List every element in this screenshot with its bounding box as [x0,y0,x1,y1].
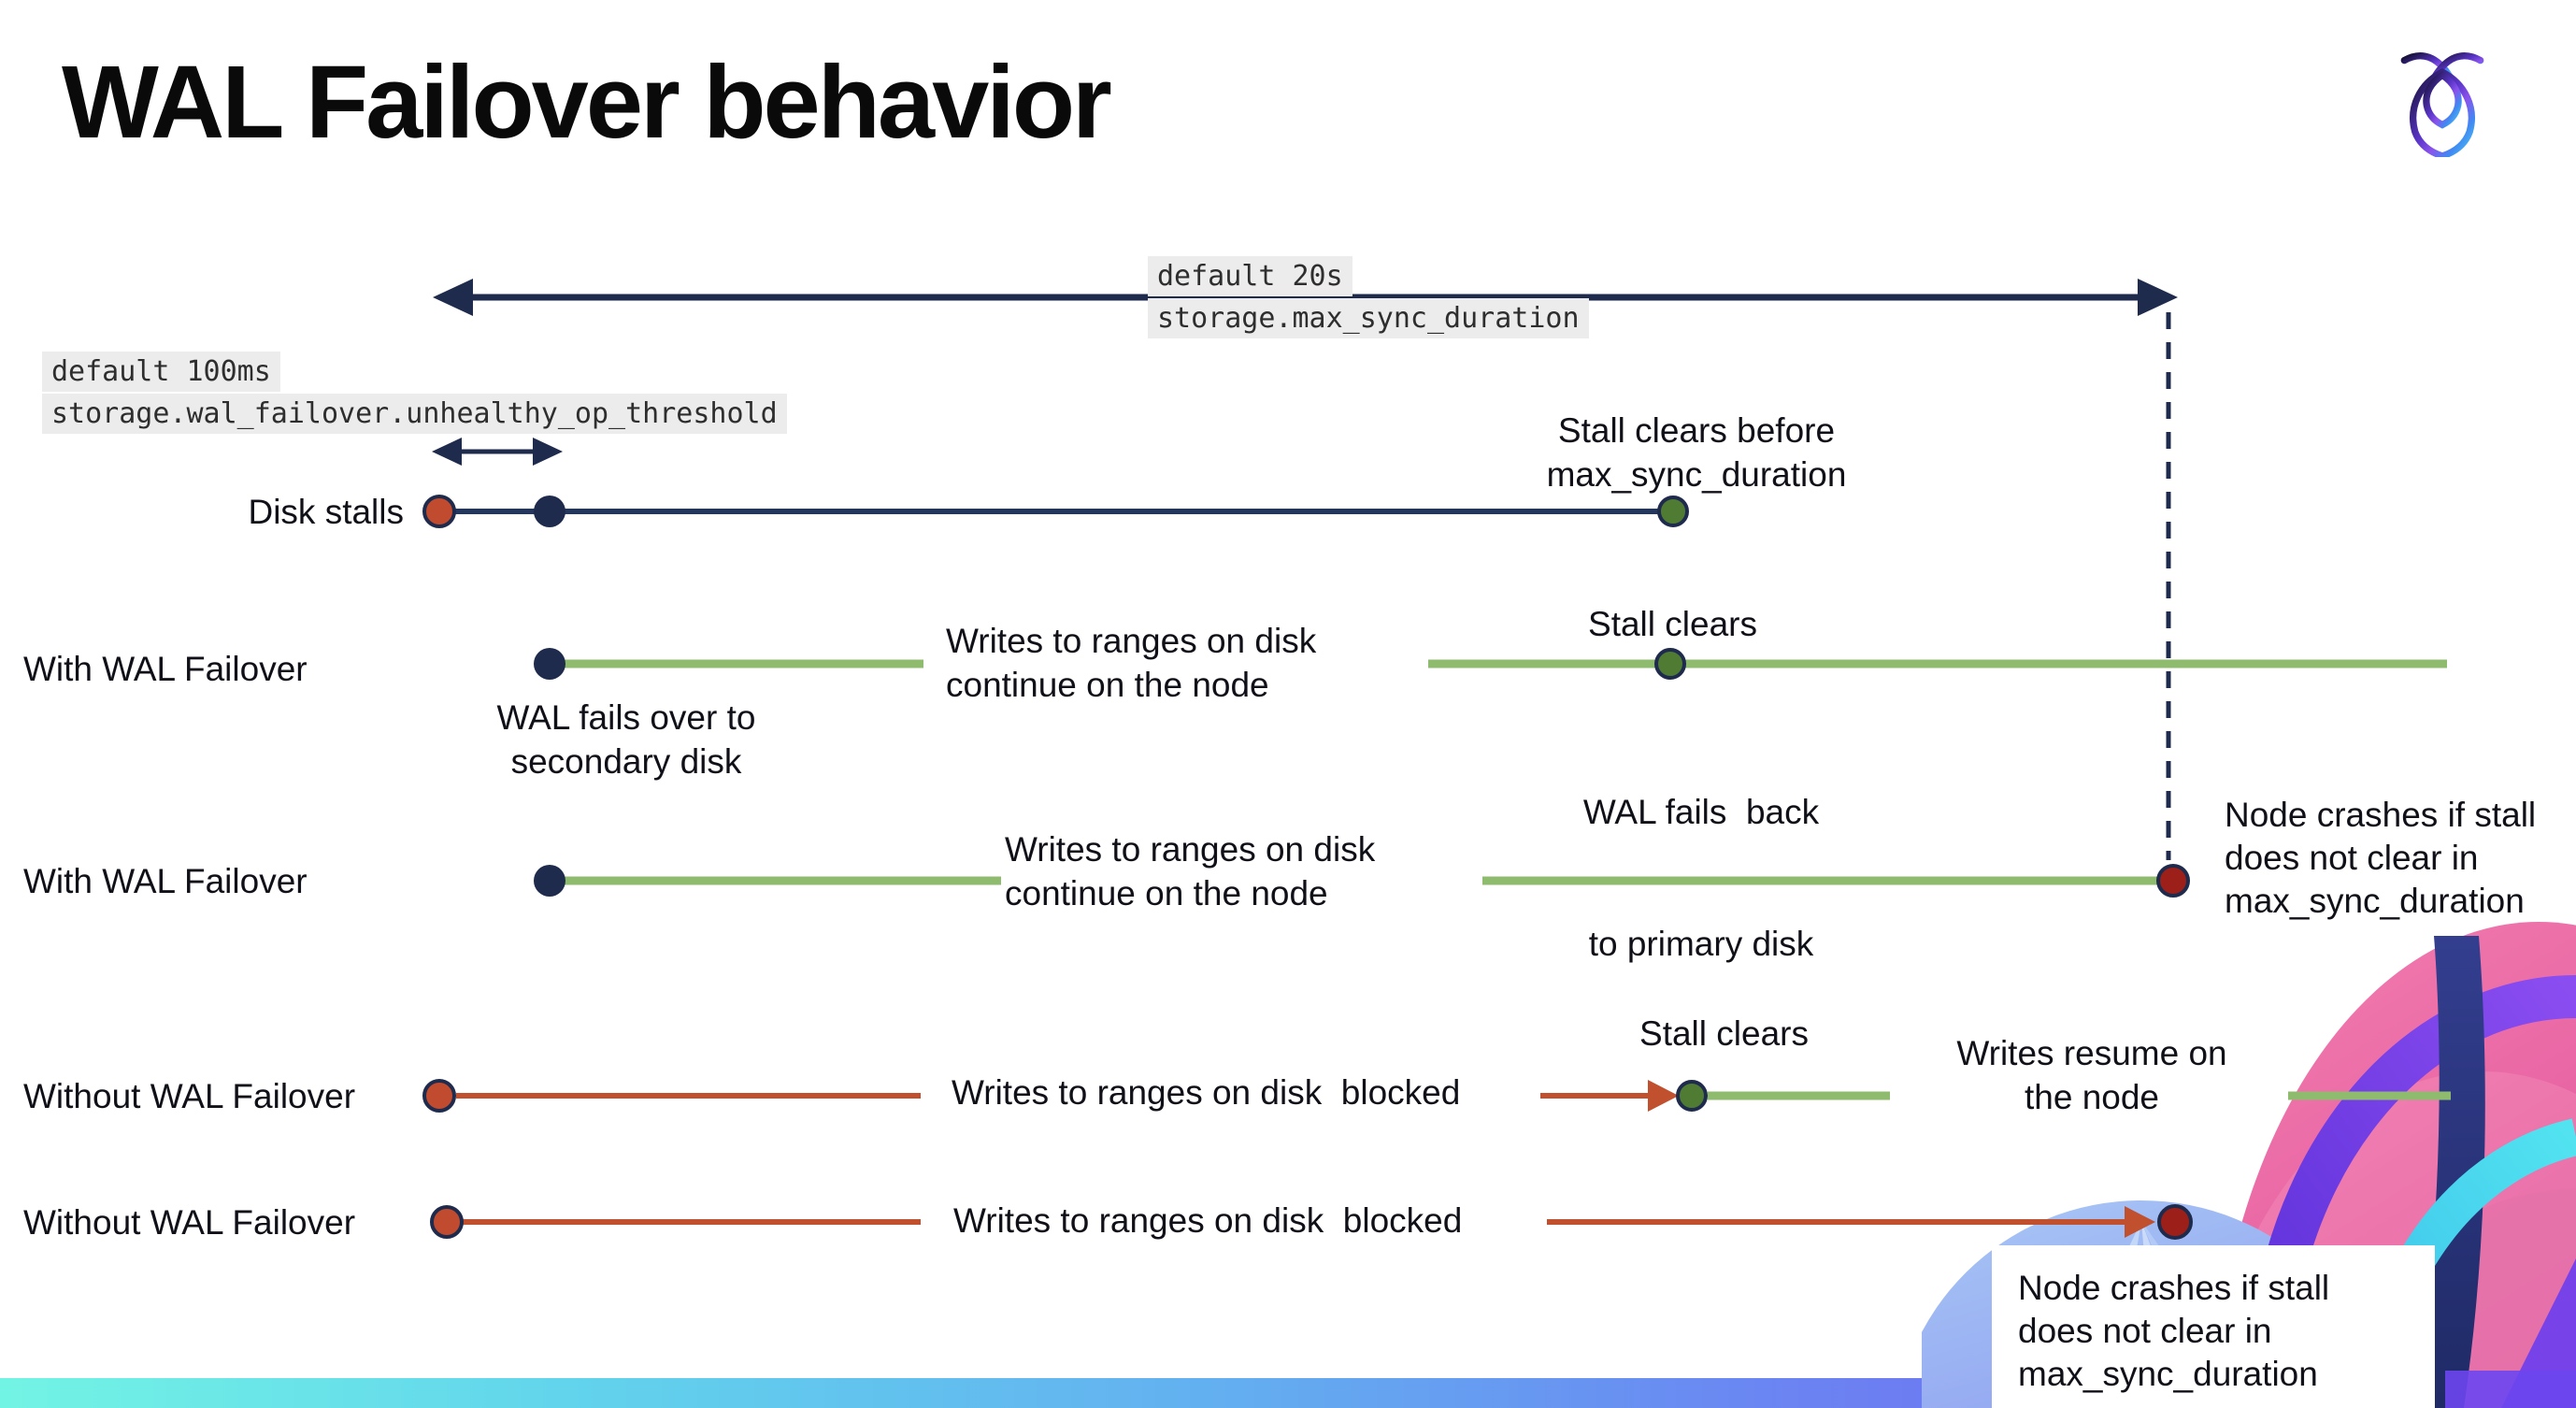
stall-start-dot [422,495,456,528]
node-crash-dot [2156,864,2190,898]
callout-writes-resume: Writes resume on the node [1956,1034,2227,1116]
callout-writes-continue-row3: Writes to ranges on disk continue on the… [1005,830,1376,912]
node-crash-dot [2157,1204,2193,1240]
max-sync-duration-arrow [433,279,2178,316]
cockroachdb-logo [2400,52,2484,157]
setting-default-value: default 20s [1148,256,1352,296]
unhealthy-op-threshold-arrow [432,438,563,466]
callout-stall-clears-row4: Stall clears [1639,1014,1809,1053]
setting-default-value: default 100ms [42,352,280,392]
row-label-with-wal-failover-1: With WAL Failover [23,650,308,688]
callout-writes-blocked-row4: Writes to ranges on disk blocked [952,1073,1461,1112]
callout-stall-clears-before: Stall clears before max_sync_duration [1546,411,1847,494]
red-arrowhead [1648,1080,1679,1112]
row-label-without-wal-failover-1: Without WAL Failover [23,1077,356,1115]
callout-writes-blocked-row5: Writes to ranges on disk blocked [953,1201,1463,1240]
stall-clears-dot [1657,496,1689,527]
stall-start-dot [430,1205,464,1239]
page-title: WAL Failover behavior [62,45,1112,160]
setting-name: storage.wal_failover.unhealthy_op_thresh… [42,394,787,434]
node-crashes-label-box [1992,1245,2435,1408]
setting-name: storage.max_sync_duration [1148,298,1589,338]
row-without-wal-failover-2-timeline [430,1204,2193,1240]
callout-wal-fails-over: WAL fails over to secondary disk [496,698,756,781]
unhealthy-op-threshold-setting-label: default 100ms storage.wal_failover.unhea… [42,352,787,436]
row-label-with-wal-failover-2: With WAL Failover [23,862,308,900]
row-disk-stalls-timeline [422,495,1689,528]
row-label-disk-stalls: Disk stalls [248,493,404,531]
max-sync-duration-setting-label: default 20s storage.max_sync_duration [1148,256,1589,340]
callout-node-crashes-row5: Node crashes if stall does not clear in … [2018,1269,2330,1393]
red-arrowhead [2125,1206,2155,1238]
stall-clears-dot [1676,1080,1708,1112]
callout-stall-clears-row2: Stall clears [1588,605,1757,643]
threshold-dot [534,496,565,527]
failover-dot [534,865,565,897]
row-with-wal-failover-2-timeline [534,864,2190,898]
callout-wal-fails-back: WAL fails back to primary disk [1582,793,1820,963]
row-without-wal-failover-1-timeline [422,1079,2451,1113]
stall-start-dot [422,1079,456,1113]
callout-writes-continue-row2: Writes to ranges on disk continue on the… [946,622,1317,704]
logo-glyph [2400,52,2484,157]
stall-clears-dot [1654,648,1686,680]
row-with-wal-failover-1-timeline [534,648,2447,680]
callout-node-crashes-row3: Node crashes if stall does not clear in … [2225,796,2537,920]
row-label-without-wal-failover-2: Without WAL Failover [23,1203,356,1242]
failover-dot [534,648,565,680]
